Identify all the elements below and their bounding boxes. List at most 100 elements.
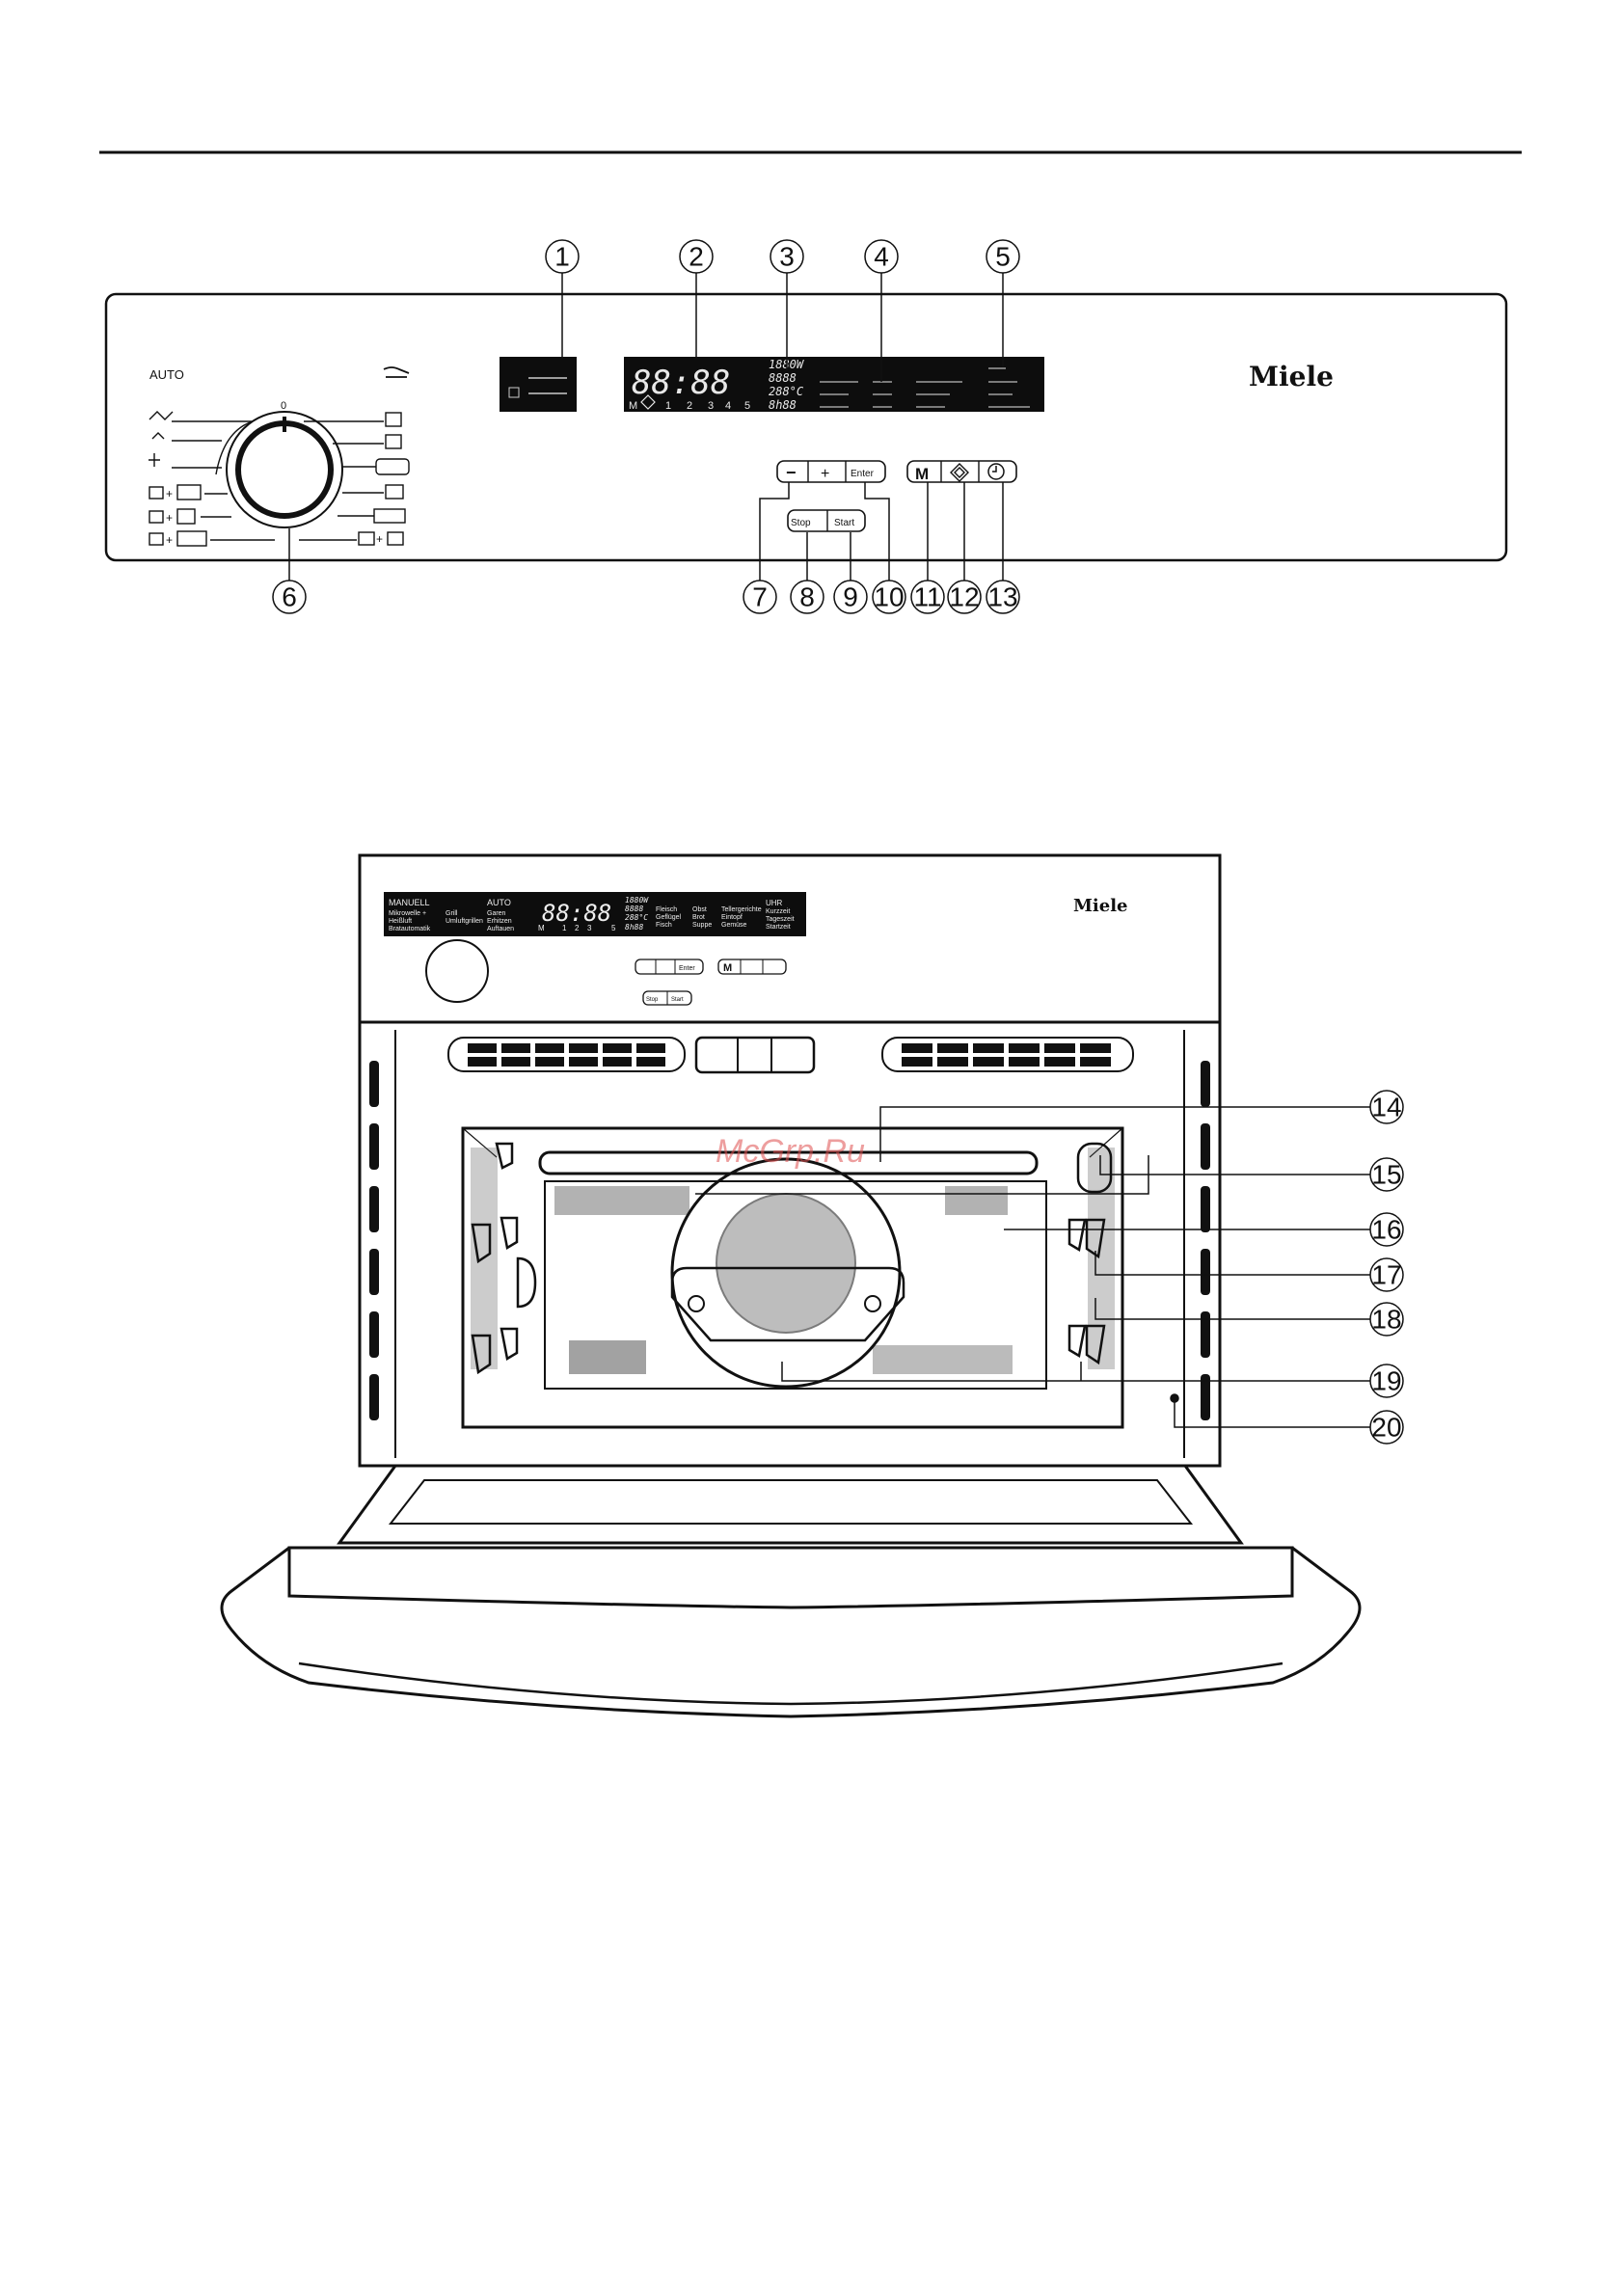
svg-text:1: 1 <box>562 924 567 932</box>
display-diamond-icon <box>640 394 656 410</box>
svg-text:4: 4 <box>725 400 731 412</box>
callout-1: 1 <box>554 242 570 272</box>
callout-14: 14 <box>1371 1093 1401 1122</box>
front-dial[interactable] <box>425 939 489 1003</box>
svg-text:288°C: 288°C <box>625 913 648 922</box>
minus-button[interactable]: − <box>786 463 797 482</box>
memory-button[interactable]: M <box>915 465 929 483</box>
diamond-button-icon[interactable] <box>950 463 969 482</box>
svg-text:Geflügel: Geflügel <box>656 914 682 921</box>
svg-text:Eintopf: Eintopf <box>721 914 743 921</box>
plus-button[interactable]: + <box>821 466 829 482</box>
front-display <box>384 892 806 936</box>
callout-19: 19 <box>1371 1366 1401 1396</box>
top-callout-numbers: 1 2 3 4 5 6 7 8 9 10 11 12 13 <box>282 242 1017 612</box>
callout-18: 18 <box>1371 1305 1401 1335</box>
display-program-row: M 1 2 3 4 5 <box>629 400 750 412</box>
svg-text:Fleisch: Fleisch <box>656 906 677 913</box>
svg-text:Stop: Stop <box>646 997 659 1003</box>
display-timer: 8h88 <box>769 398 797 412</box>
side-callouts <box>695 1090 1404 1445</box>
callout-20: 20 <box>1371 1413 1401 1443</box>
button-group-mode <box>906 460 1017 483</box>
stop-button[interactable]: Stop <box>791 518 811 528</box>
display-main <box>624 357 1044 412</box>
callout-7: 7 <box>752 582 768 612</box>
oven-cavity <box>461 1126 1124 1429</box>
svg-text:Umluftgrillen: Umluftgrillen <box>446 918 483 925</box>
callout-16: 16 <box>1371 1215 1401 1245</box>
callout-15: 15 <box>1371 1160 1401 1190</box>
front-brand-logo: Miele <box>1073 896 1128 916</box>
svg-text:M: M <box>629 400 637 412</box>
auto-label: AUTO <box>149 367 184 382</box>
rack-supports <box>471 1142 1113 1375</box>
watermark: McGrp.Ru <box>716 1133 865 1170</box>
control-panel: AUTO 0 + + + + <box>104 292 1508 562</box>
side-slots <box>369 1061 1210 1420</box>
svg-text:Erhitzen: Erhitzen <box>487 918 512 925</box>
svg-text:Grill: Grill <box>446 910 458 917</box>
display-temp: 288°C <box>769 385 804 398</box>
callout-4: 4 <box>874 242 889 272</box>
svg-text:+: + <box>166 533 173 547</box>
hand-icon <box>383 366 410 378</box>
callout-17: 17 <box>1371 1260 1401 1290</box>
svg-text:Auftauen: Auftauen <box>487 926 514 932</box>
svg-text:M: M <box>538 924 545 932</box>
svg-text:Enter: Enter <box>679 965 695 972</box>
callout-11: 11 <box>913 582 941 612</box>
svg-text:M: M <box>723 962 732 974</box>
svg-text:8888: 8888 <box>625 905 643 913</box>
callout-8: 8 <box>799 582 815 612</box>
svg-text:+: + <box>376 532 383 546</box>
top-vents <box>447 1036 1134 1074</box>
svg-text:UHR: UHR <box>766 899 783 907</box>
svg-text:8h88: 8h88 <box>625 923 643 932</box>
svg-text:Obst: Obst <box>692 906 707 913</box>
svg-text:5: 5 <box>611 924 616 932</box>
svg-text:3: 3 <box>708 400 714 412</box>
program-selector-dial[interactable] <box>226 411 343 528</box>
callout-2: 2 <box>689 242 704 272</box>
svg-text:Start: Start <box>671 997 684 1003</box>
svg-text:1880W: 1880W <box>625 896 649 905</box>
dial-zero-label: 0 <box>281 400 286 412</box>
clock-button-icon[interactable] <box>987 463 1005 480</box>
side-callout-numbers: 14 15 16 17 18 19 20 <box>1371 1093 1401 1443</box>
display-weight: 8888 <box>769 371 797 385</box>
svg-text:Fisch: Fisch <box>656 922 672 929</box>
right-function-icons: + <box>299 412 410 546</box>
callout-5: 5 <box>995 242 1011 272</box>
svg-text:Bratautomatik: Bratautomatik <box>389 926 431 932</box>
enter-button[interactable]: Enter <box>851 469 875 479</box>
svg-text:Heißluft: Heißluft <box>389 918 412 925</box>
svg-text:2: 2 <box>575 924 580 932</box>
svg-text:3: 3 <box>587 924 592 932</box>
svg-text:Tellergerichte: Tellergerichte <box>721 906 762 913</box>
svg-text:1: 1 <box>665 400 671 412</box>
top-callouts <box>272 239 1020 614</box>
svg-text:Startzeit: Startzeit <box>766 924 791 931</box>
start-button[interactable]: Start <box>834 518 854 528</box>
svg-text:2: 2 <box>687 400 692 412</box>
svg-text:+: + <box>166 511 173 525</box>
svg-text:+: + <box>166 487 173 500</box>
svg-text:Kurzzeit: Kurzzeit <box>766 908 790 915</box>
left-function-icons: + + + <box>149 411 275 547</box>
svg-text:5: 5 <box>744 400 750 412</box>
svg-text:Tageszeit: Tageszeit <box>766 916 795 923</box>
brand-logo: Miele <box>1249 361 1334 392</box>
callout-3: 3 <box>779 242 795 272</box>
svg-text:MANUELL: MANUELL <box>389 898 430 907</box>
svg-text:Brot: Brot <box>692 914 705 921</box>
svg-text:AUTO: AUTO <box>487 898 511 907</box>
svg-text:88:88: 88:88 <box>542 900 611 927</box>
svg-text:Garen: Garen <box>487 910 506 917</box>
oven-front: MANUELL Mikrowelle + Heißluft Bratautoma… <box>220 853 1362 1718</box>
callout-6: 6 <box>282 582 297 612</box>
svg-text:Mikrowelle +: Mikrowelle + <box>389 910 426 917</box>
svg-text:Suppe: Suppe <box>692 922 712 929</box>
display-program <box>500 357 577 412</box>
